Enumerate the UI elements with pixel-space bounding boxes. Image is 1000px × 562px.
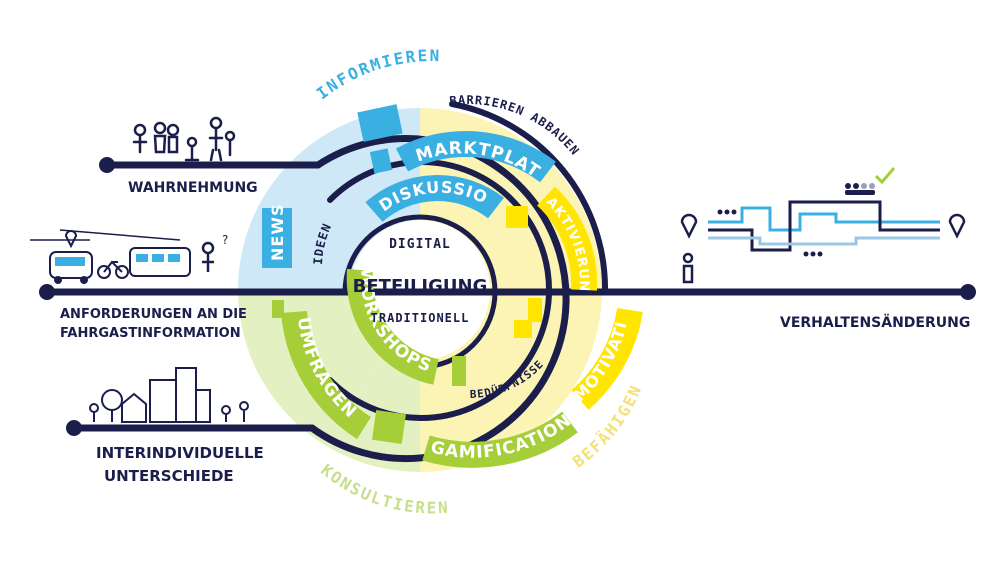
bus-icon	[49, 251, 93, 284]
location-pin-icon	[64, 230, 78, 249]
diskussion-band	[365, 175, 504, 223]
gamification-band	[422, 411, 578, 468]
marktplatz-band	[395, 131, 556, 183]
svg-text:MARKTPLATZ: MARKTPLATZ	[0, 0, 544, 182]
people-group-icon	[717, 183, 875, 257]
barrier-ring	[449, 101, 609, 295]
label-marktplatz: MARKTPLATZ	[0, 0, 543, 182]
inform-block	[357, 104, 403, 142]
people-icon	[132, 116, 236, 162]
label-interindividuell-1: INTERINDIVIDUELLE	[96, 444, 264, 462]
inform-block-small	[369, 148, 393, 174]
checkmark-icon	[874, 167, 896, 185]
buildings-icon	[89, 367, 249, 423]
bicycle-icon	[97, 260, 129, 279]
person-icon	[682, 252, 694, 284]
inner-ring	[342, 214, 498, 370]
label-wahrnehmung: WAHRNEHMUNG	[128, 180, 258, 196]
lime-block	[452, 356, 466, 386]
track-dot	[99, 157, 115, 173]
train-icon	[30, 229, 191, 277]
svg-text:?: ?	[222, 233, 228, 247]
location-pin-icon	[680, 213, 966, 239]
label-interindividuell-2: UNTERSCHIEDE	[104, 467, 234, 485]
label-news: NEWS	[268, 204, 287, 262]
yellow-block-small-2	[514, 320, 532, 338]
lime-block-2	[372, 410, 406, 444]
sector-informieren: INFORMIEREN	[313, 46, 440, 103]
yellow-block	[506, 206, 528, 228]
person-question-icon: ?	[201, 233, 228, 272]
label-verhaltensaenderung: VERHALTENSÄNDERUNG	[780, 314, 970, 331]
lime-block-small	[272, 300, 284, 318]
motivation-band	[571, 307, 643, 410]
center-traditionell: TRADITIONELL	[371, 311, 470, 325]
track-dot	[66, 420, 82, 436]
track-dot	[960, 284, 976, 300]
center-digital: DIGITAL	[389, 237, 451, 252]
workshops-band	[346, 268, 440, 385]
yellow-block-small	[528, 298, 542, 322]
label-anforderungen-1: ANFORDERUNGEN AN DIE	[60, 307, 247, 322]
news-band	[262, 208, 292, 268]
route-lines	[708, 200, 940, 252]
aktivierung-band	[536, 186, 598, 291]
label-anforderungen-2: FAHRGASTINFORMATION	[60, 326, 241, 341]
umfragen-band	[281, 310, 372, 439]
svg-text:INFORMIEREN: INFORMIEREN	[313, 46, 442, 103]
track-dot	[39, 284, 55, 300]
center-title: BETEILIGUNG	[353, 276, 488, 297]
